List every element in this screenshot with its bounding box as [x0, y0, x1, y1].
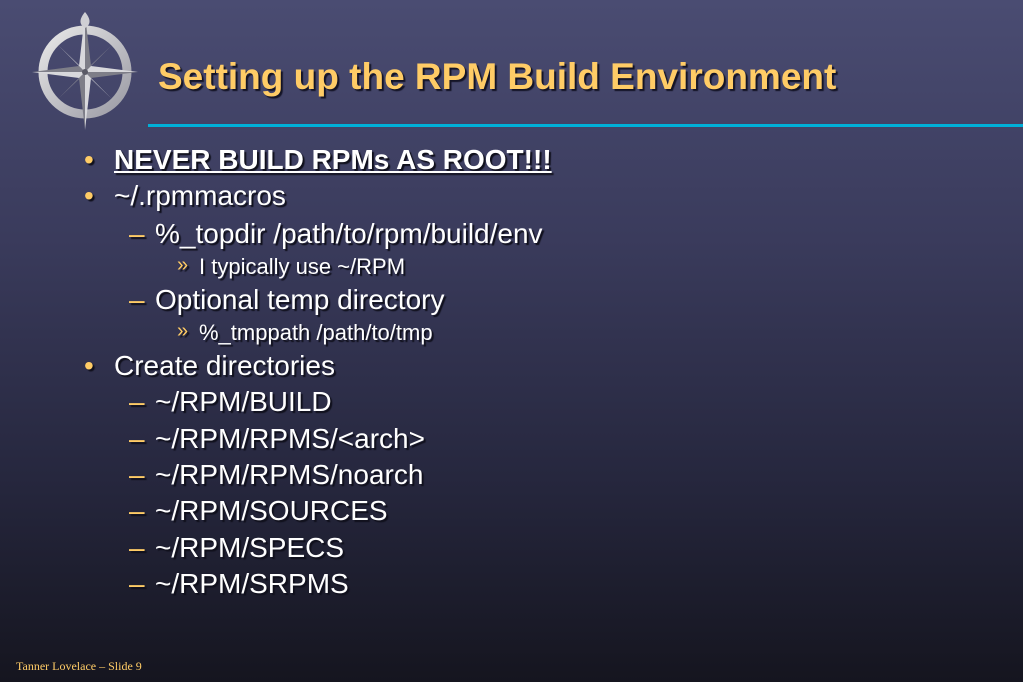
dash-marker: – — [129, 423, 145, 454]
sub-bullet-text: %_topdir /path/to/rpm/build/env — [155, 218, 543, 249]
sub-bullet-text: ~/RPM/BUILD — [155, 386, 332, 417]
dash-marker: – — [129, 459, 145, 490]
sub-bullet-text: ~/RPM/SRPMS — [155, 568, 349, 599]
sub-bullet-text: ~/RPM/RPMS/<arch> — [155, 423, 425, 454]
sub-bullet-text: Optional temp directory — [155, 284, 445, 315]
sub-bullet-text: ~/RPM/SPECS — [155, 532, 345, 563]
sub-bullet-item: – ~/RPM/SRPMS — [129, 568, 349, 600]
dash-marker: – — [129, 532, 145, 563]
sub-bullet-item: – ~/RPM/BUILD — [129, 386, 332, 418]
sub-bullet-text: ~/RPM/SOURCES — [155, 495, 388, 526]
bullet-marker: • — [84, 350, 94, 381]
bullet-item: • Create directories — [84, 350, 335, 382]
sub-bullet-item: – ~/RPM/SPECS — [129, 532, 345, 564]
sub-bullet-item: – ~/RPM/RPMS/noarch — [129, 459, 424, 491]
bullet-item: • NEVER BUILD RPMs AS ROOT!!! — [84, 144, 552, 176]
dash-marker: – — [129, 386, 145, 417]
dash-marker: – — [129, 218, 145, 249]
sub-bullet-item: – ~/RPM/RPMS/<arch> — [129, 423, 425, 455]
bullet-text: NEVER BUILD RPMs AS ROOT!!! — [114, 144, 552, 175]
chevron-marker: » — [177, 254, 189, 276]
sub-sub-bullet-item: » I typically use ~/RPM — [177, 254, 406, 280]
slide-title: Setting up the RPM Build Environment — [158, 56, 837, 97]
bullet-marker: • — [84, 180, 94, 211]
bullet-item: • ~/.rpmmacros — [84, 180, 286, 212]
sub-sub-bullet-text: %_tmppath /path/to/tmp — [199, 320, 433, 345]
sub-bullet-item: – Optional temp directory — [129, 284, 445, 316]
title-divider — [148, 124, 1023, 127]
sub-sub-bullet-text: I typically use ~/RPM — [199, 254, 406, 279]
dash-marker: – — [129, 284, 145, 315]
dash-marker: – — [129, 495, 145, 526]
bullet-text: ~/.rpmmacros — [114, 180, 286, 211]
sub-bullet-item: – %_topdir /path/to/rpm/build/env — [129, 218, 543, 250]
dash-marker: – — [129, 568, 145, 599]
sub-sub-bullet-item: » %_tmppath /path/to/tmp — [177, 320, 433, 346]
bullet-marker: • — [84, 144, 94, 175]
sub-bullet-item: – ~/RPM/SOURCES — [129, 495, 388, 527]
sub-bullet-text: ~/RPM/RPMS/noarch — [155, 459, 424, 490]
compass-rose-icon — [32, 12, 138, 130]
bullet-text: Create directories — [114, 350, 335, 381]
slide-footer: Tanner Lovelace – Slide 9 — [16, 659, 142, 673]
chevron-marker: » — [177, 320, 189, 342]
